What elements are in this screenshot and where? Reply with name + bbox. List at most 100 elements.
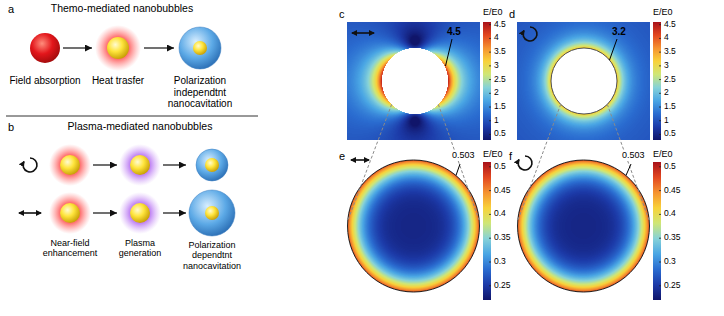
nanobubble bbox=[179, 27, 221, 69]
tick-label: 1 bbox=[664, 116, 669, 125]
zoom-line bbox=[438, 104, 479, 220]
tick-label: 3 bbox=[664, 61, 669, 70]
particle bbox=[49, 144, 91, 186]
linear-polarization-icon bbox=[351, 159, 369, 161]
panel-letter: a bbox=[8, 3, 14, 15]
tick-label: 0.25 bbox=[664, 281, 681, 290]
particle-outline bbox=[348, 160, 480, 292]
tick-mark bbox=[489, 24, 491, 25]
particle bbox=[95, 25, 141, 71]
plasma-glow bbox=[119, 192, 161, 234]
tick-mark bbox=[659, 214, 661, 215]
tick-label: 4.5 bbox=[664, 20, 676, 29]
tick-label: 1.5 bbox=[664, 102, 676, 111]
colorbar-title: E/E0 bbox=[653, 8, 673, 18]
linear-polarization-icon bbox=[352, 32, 374, 34]
circular-polarization-icon bbox=[518, 156, 532, 170]
tick-label: 2.5 bbox=[664, 75, 676, 84]
stage-node: Heat trasfer bbox=[94, 24, 142, 72]
tick-label: 0.5 bbox=[664, 130, 676, 139]
particle bbox=[119, 144, 161, 186]
tick-label: 0.5 bbox=[494, 130, 506, 139]
gold-particle bbox=[107, 37, 129, 59]
particle-outline bbox=[551, 48, 617, 114]
particle bbox=[49, 192, 91, 234]
tick-mark bbox=[489, 52, 491, 53]
stage-node: Near-field enhancement bbox=[49, 143, 91, 235]
gold-particle bbox=[205, 158, 219, 172]
tick-mark bbox=[489, 190, 491, 191]
tick-label: 0.45 bbox=[664, 186, 681, 195]
tick-mark bbox=[489, 107, 491, 108]
circular-arrow bbox=[518, 156, 532, 170]
zoom-line bbox=[348, 104, 392, 220]
colorbar bbox=[483, 22, 491, 140]
tick-label: 4.5 bbox=[494, 20, 506, 29]
flow-arrow bbox=[93, 212, 117, 213]
tick-mark bbox=[489, 93, 491, 94]
tick-mark bbox=[659, 38, 661, 39]
leader-lines bbox=[446, 39, 632, 175]
heat-glow bbox=[49, 192, 91, 234]
stage-caption: Field absorption bbox=[3, 75, 87, 87]
tick-label: 0.35 bbox=[664, 234, 681, 243]
stage-node: Polarization dependtnt nanocavitation bbox=[188, 141, 236, 237]
value-annotation: 0.503 bbox=[621, 151, 646, 161]
flow-arrow bbox=[93, 164, 117, 165]
gold-particle bbox=[205, 206, 219, 220]
leader-line bbox=[626, 164, 631, 175]
particle-shape bbox=[49, 143, 91, 235]
colorbar-ticks bbox=[489, 25, 661, 286]
particle-shape bbox=[188, 141, 236, 237]
tick-mark bbox=[489, 134, 491, 135]
panel-divider bbox=[6, 116, 258, 117]
panel-heading: Plasma-mediated nanobubbles bbox=[68, 121, 213, 133]
colorbar-title: E/E0 bbox=[483, 8, 503, 18]
tick-label: 0.4 bbox=[664, 210, 676, 219]
nanobubble bbox=[196, 149, 228, 181]
tick-mark bbox=[489, 166, 491, 167]
tick-mark bbox=[489, 65, 491, 66]
stage-caption: Heat trasfer bbox=[83, 75, 153, 87]
flow-arrow bbox=[144, 47, 174, 48]
tick-label: 3.5 bbox=[494, 47, 506, 56]
tick-mark bbox=[659, 190, 661, 191]
absorbing-particle bbox=[30, 33, 60, 63]
stage-caption: Plasma generation bbox=[109, 238, 171, 259]
tick-label: 1 bbox=[494, 116, 499, 125]
tick-mark bbox=[659, 24, 661, 25]
panel-letter: c bbox=[339, 8, 345, 20]
tick-mark bbox=[659, 65, 661, 66]
tick-mark bbox=[489, 38, 491, 39]
tick-mark bbox=[659, 262, 661, 263]
particle-shape bbox=[119, 143, 161, 235]
field-map bbox=[347, 22, 480, 140]
leader-line bbox=[446, 39, 453, 66]
particle-shape bbox=[94, 24, 142, 72]
tick-label: 2 bbox=[664, 89, 669, 98]
panel-heading: Themo-mediated nanobubbles bbox=[51, 3, 193, 15]
colorbar bbox=[653, 162, 661, 300]
tick-label: 0.5 bbox=[494, 162, 506, 171]
tick-label: 0.3 bbox=[664, 257, 676, 266]
plasma-glow bbox=[119, 144, 161, 186]
circular-polarization-icon bbox=[23, 158, 37, 172]
gold-particle bbox=[193, 41, 207, 55]
caption-block: Polarization independtnt nanocavitation bbox=[160, 75, 240, 110]
particle-outline bbox=[518, 160, 650, 292]
heat-glow bbox=[49, 144, 91, 186]
tick-label: 0.3 bbox=[494, 257, 506, 266]
circular-arrow bbox=[523, 27, 537, 41]
tick-label: 1.5 bbox=[494, 102, 506, 111]
stage-caption: Polarization independtnt nanocavitation bbox=[160, 75, 240, 110]
stage-node: Field absorption bbox=[29, 24, 61, 72]
tick-mark bbox=[659, 134, 661, 135]
caption-block: Polarization dependtnt nanocavitation bbox=[180, 240, 244, 271]
gold-particle bbox=[60, 155, 80, 175]
heat-glow bbox=[95, 25, 141, 71]
tick-label: 0.5 bbox=[664, 162, 676, 171]
tick-mark bbox=[659, 238, 661, 239]
tick-label: 2 bbox=[494, 89, 499, 98]
tick-mark bbox=[489, 120, 491, 121]
tick-mark bbox=[489, 79, 491, 80]
